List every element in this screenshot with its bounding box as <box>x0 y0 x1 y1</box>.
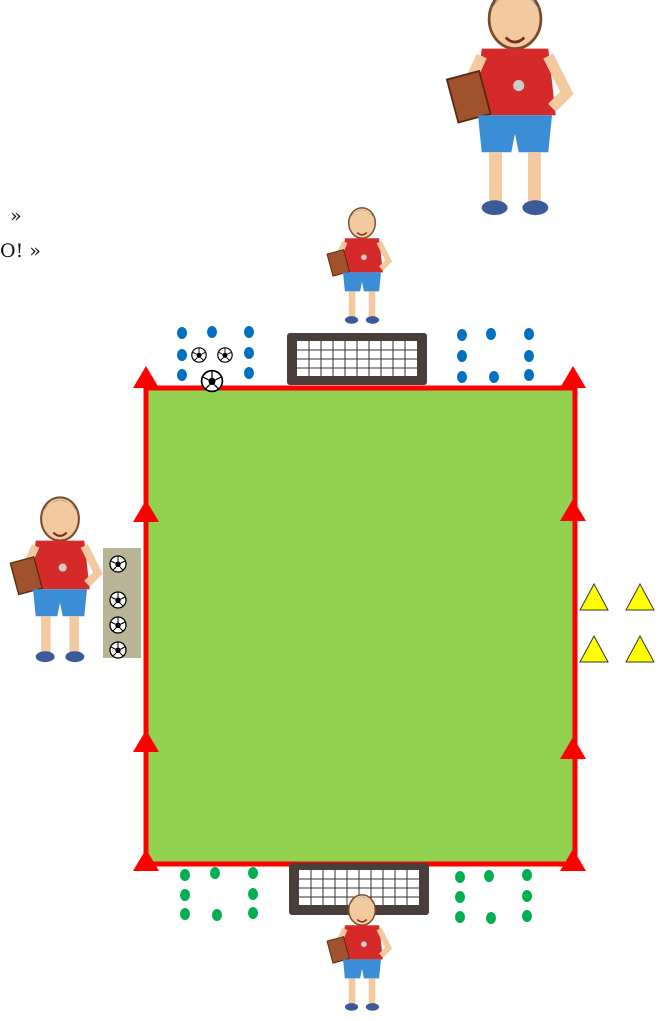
coach-figure-icon <box>10 497 97 662</box>
goal-icon <box>287 333 427 385</box>
soccer-ball-icon <box>192 348 206 362</box>
soccer-ball-icon <box>110 592 126 608</box>
pitch <box>146 388 575 864</box>
player-dots-green-right <box>455 869 532 924</box>
soccer-ball-icon <box>110 556 126 572</box>
soccer-ball-icon <box>218 348 232 362</box>
soccer-ball-icon <box>110 617 126 633</box>
cone-icon <box>580 584 654 662</box>
player-dots-blue-right <box>457 328 534 383</box>
coach-figure-icon <box>327 208 389 324</box>
soccer-ball-icon <box>202 371 223 392</box>
player-dots-green-left <box>180 867 258 921</box>
soccer-ball-icon <box>110 642 126 658</box>
coach-figure-icon <box>447 0 567 215</box>
